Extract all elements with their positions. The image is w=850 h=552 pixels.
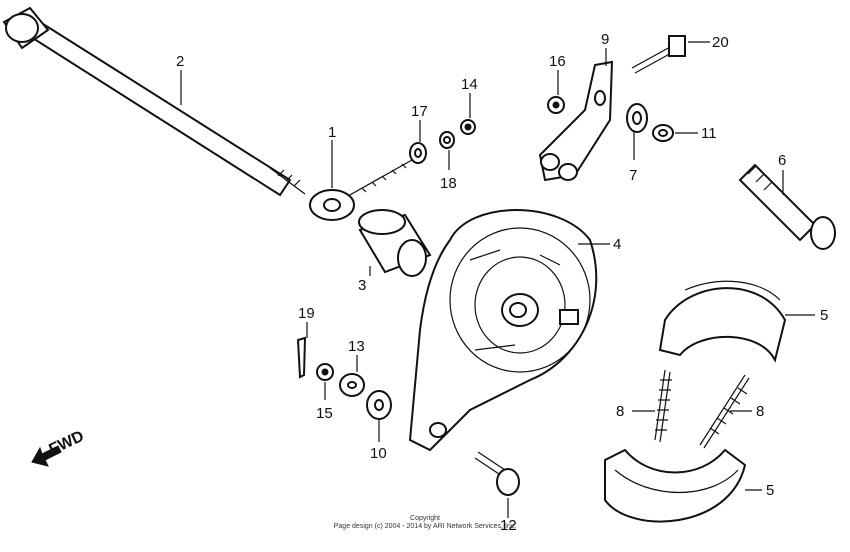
spring-part-8-right[interactable] (699, 374, 750, 449)
callout-1: 1 (328, 124, 336, 141)
fwd-direction-indicator: FWD (31, 428, 87, 467)
callout-8-right: 8 (756, 403, 764, 420)
callout-12: 12 (500, 517, 517, 534)
callout-8-left: 8 (616, 403, 624, 420)
callout-19: 19 (298, 305, 315, 322)
nut-part-11[interactable] (652, 124, 674, 142)
copyright-line1: Copyright (410, 515, 440, 522)
callout-7: 7 (629, 167, 637, 184)
callout-11: 11 (701, 125, 717, 142)
collar-part-3[interactable] (358, 209, 432, 277)
callout-18: 18 (440, 175, 457, 192)
callout-9: 9 (601, 31, 609, 48)
callout-10: 10 (370, 445, 387, 462)
callout-6: 6 (778, 152, 786, 169)
nut-part-15[interactable] (316, 363, 334, 381)
callout-4: 4 (613, 236, 621, 253)
leader-lines (180, 41, 815, 518)
cam-part-6[interactable] (738, 163, 836, 250)
callout-5-upper: 5 (820, 307, 828, 324)
washer-part-7[interactable] (626, 103, 648, 133)
bolt-part-12[interactable] (474, 451, 520, 496)
brake-shoe-part-5-lower[interactable] (604, 448, 747, 523)
fwd-arrow-icon (31, 445, 62, 467)
washer-part-17[interactable] (409, 142, 427, 164)
pin-part-19[interactable] (296, 336, 307, 379)
fwd-label: FWD (47, 428, 87, 459)
spring-part-8-left[interactable] (654, 369, 672, 443)
brake-panel-part-4[interactable] (408, 209, 598, 452)
callout-17: 17 (411, 103, 428, 120)
nut-part-18[interactable] (439, 131, 455, 149)
callout-16: 16 (549, 53, 566, 70)
axle-part-2[interactable] (2, 6, 306, 197)
callout-15: 15 (316, 405, 333, 422)
brake-arm-part-9[interactable] (538, 60, 614, 182)
brake-shoe-part-5-upper[interactable] (658, 280, 787, 363)
washer-part-13[interactable] (339, 373, 365, 397)
bolt-part-20[interactable] (631, 35, 686, 74)
nut-part-16[interactable] (547, 96, 565, 114)
bolt-part-1[interactable] (309, 159, 413, 221)
callout-2: 2 (176, 53, 184, 70)
callout-20: 20 (712, 34, 729, 51)
callout-3: 3 (358, 277, 366, 294)
callout-13: 13 (348, 338, 365, 355)
callout-14: 14 (461, 76, 478, 93)
copyright-line2: Page design (c) 2004 - 2014 by ARI Netwo… (334, 523, 517, 530)
nut-part-14[interactable] (460, 119, 476, 135)
callout-5-lower: 5 (766, 482, 774, 499)
washer-part-10[interactable] (366, 390, 392, 420)
